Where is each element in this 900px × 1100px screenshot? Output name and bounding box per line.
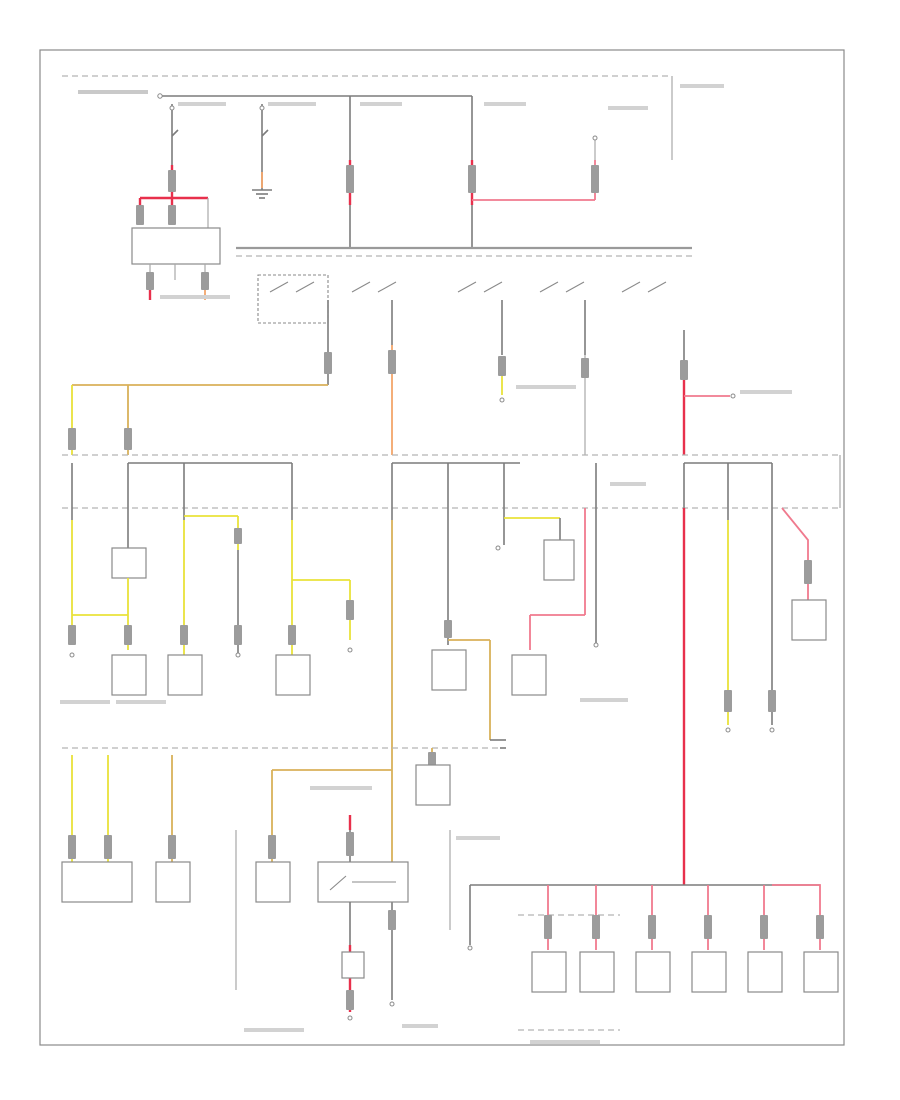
center-bottom-relay	[317, 815, 409, 1021]
left-relay-box	[131, 227, 221, 300]
unreadable-callout-marks	[60, 84, 792, 1044]
lower-left-branches	[68, 520, 147, 696]
middle-left-branches	[167, 515, 354, 696]
bottom-right-bus	[467, 884, 839, 1031]
right-branches	[682, 507, 827, 885]
center-lower-components	[415, 748, 451, 930]
left-red-harness	[136, 165, 209, 245]
top-fuse-feeds	[346, 96, 599, 248]
ignition-switch-contacts	[257, 274, 667, 324]
ground-symbol	[252, 165, 272, 199]
diagram-border	[39, 49, 845, 1046]
lower-left-components	[61, 755, 392, 990]
battery-feed-terminal	[157, 93, 163, 99]
fuse-block-outline	[62, 454, 841, 509]
accessory-tan-harness	[68, 384, 328, 455]
maxi-fuse-left-group	[169, 104, 269, 165]
center-right-branches	[431, 508, 599, 741]
fuse-block-fuses	[71, 463, 773, 520]
ignition-switch-outputs	[324, 300, 736, 455]
